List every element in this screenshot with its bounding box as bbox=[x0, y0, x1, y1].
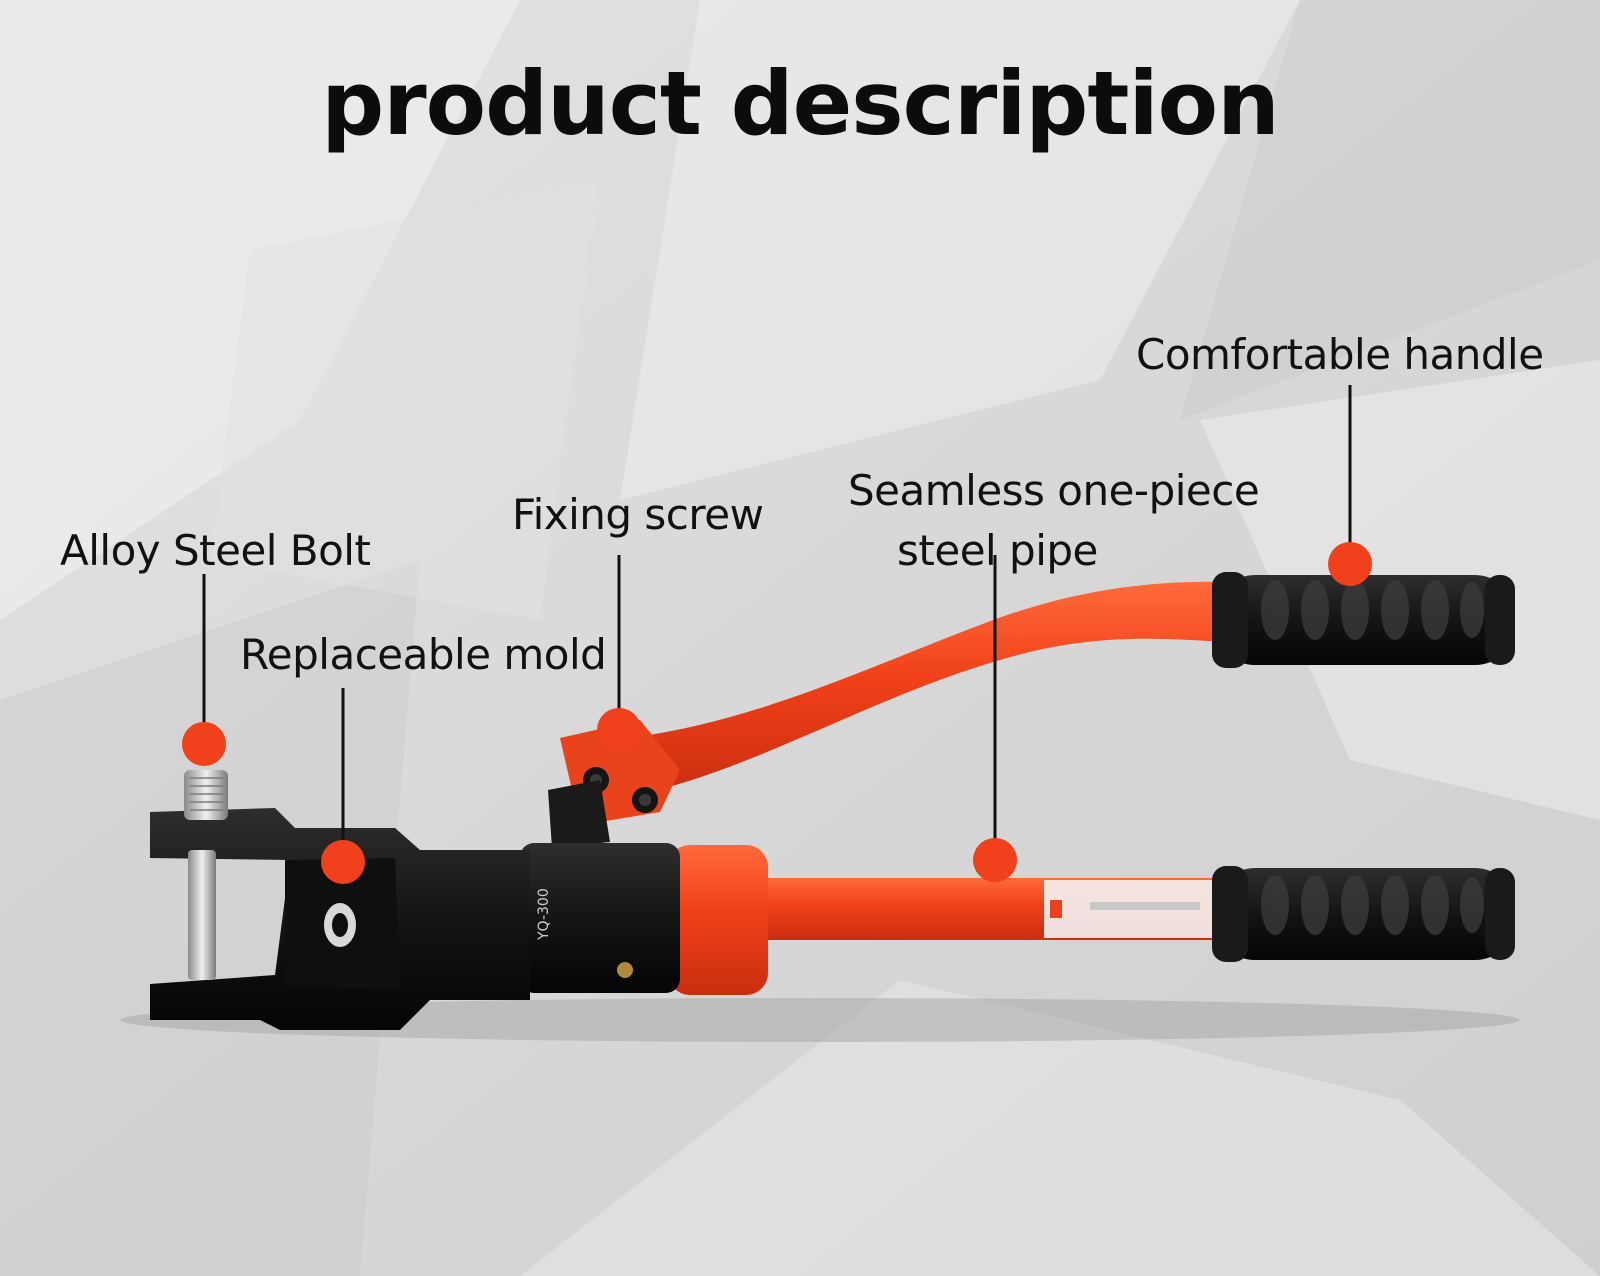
pump-body bbox=[520, 843, 680, 993]
page-title: product description bbox=[321, 52, 1279, 155]
callout-steel-pipe-line2: steel pipe bbox=[897, 526, 1098, 575]
callout-steel-pipe-line1: Seamless one-piece bbox=[848, 466, 1260, 515]
handle-callout-dot bbox=[1328, 542, 1372, 586]
mold-callout-dot bbox=[321, 840, 365, 884]
callout-fixing-screw: Fixing screw bbox=[512, 490, 764, 539]
callout-alloy-steel-bolt: Alloy Steel Bolt bbox=[60, 526, 371, 575]
screw-callout-dot bbox=[597, 708, 641, 752]
callout-replaceable-mold: Replaceable mold bbox=[240, 630, 607, 679]
lower-grip bbox=[1212, 866, 1515, 962]
alloy-steel-bolt bbox=[188, 850, 216, 980]
bolt-callout-dot bbox=[182, 722, 226, 766]
callout-comfortable-handle: Comfortable handle bbox=[1136, 330, 1544, 379]
upper-grip bbox=[1212, 572, 1515, 668]
pipe-callout-dot bbox=[973, 838, 1017, 882]
upper-handle-arm bbox=[570, 581, 1230, 800]
svg-text:YQ-300: YQ-300 bbox=[536, 888, 552, 941]
